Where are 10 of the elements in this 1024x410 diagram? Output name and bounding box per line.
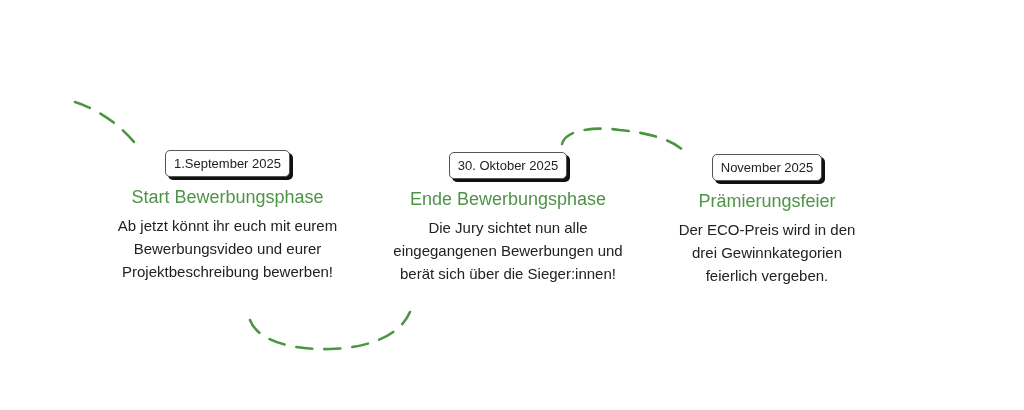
date-badge: 30. Oktober 2025 (448, 152, 568, 179)
dashed-connector (248, 310, 412, 351)
phase-heading: Prämierungsfeier (698, 190, 836, 212)
date-badge: 1.September 2025 (165, 150, 290, 177)
phase-heading: Start Bewerbungsphase (131, 186, 324, 208)
phase-description: Der ECO-Preis wird in den drei Gewinnkategorien feierlich vergeben. (677, 220, 857, 286)
phase-description: Ab jetzt könnt ihr euch mit eurem Bewerbungsvideo und eurer Projektbeschreibung bewerben! (116, 216, 339, 282)
date-badge: November 2025 (711, 154, 823, 181)
phase-description: Die Jury sichtet nun alle eingegangenen Bewerbungen und berät sich über die Sieger:innen! (392, 218, 624, 284)
phase-heading: Ende Bewerbungsphase (409, 188, 607, 210)
